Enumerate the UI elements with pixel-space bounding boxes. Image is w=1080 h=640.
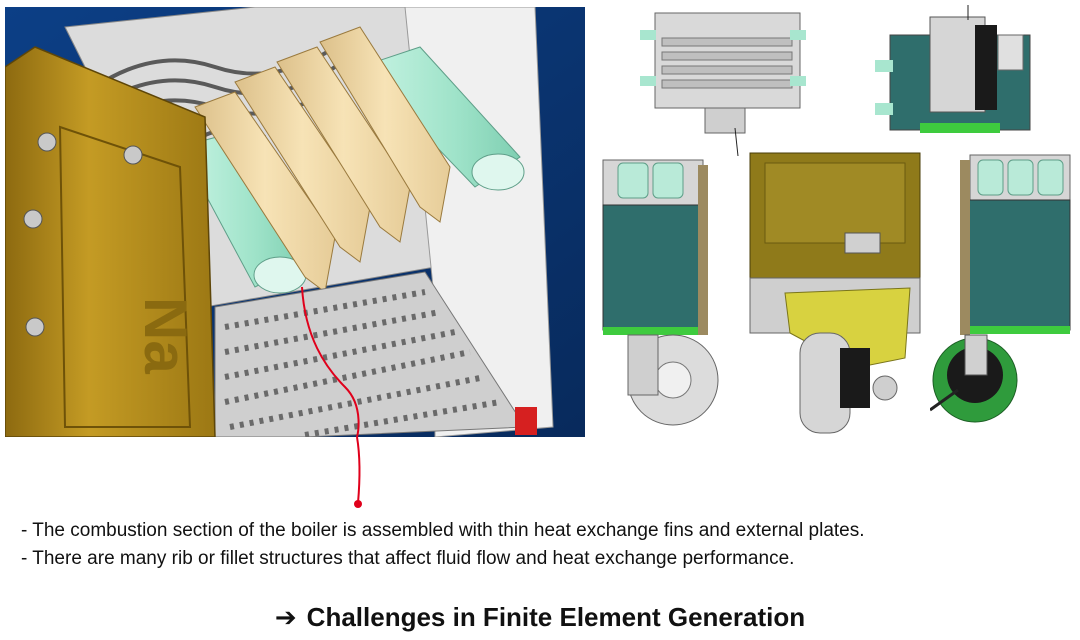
logo-emboss: Na (132, 297, 199, 374)
burner-grid (214, 271, 537, 437)
heat-exchanger-illustration: Na (5, 7, 585, 437)
right-arrow-icon: ➔ (274, 602, 297, 632)
front-view (745, 148, 925, 438)
heat-exchange-tube (359, 46, 525, 191)
conclusion-text: Challenges in Finite Element Generation (306, 602, 806, 632)
heat-exchanger-render: Na (5, 7, 585, 437)
heat-exchange-fin (276, 46, 411, 243)
left-side-view (598, 155, 728, 435)
right-side-view (929, 150, 1075, 438)
heat-exchange-fin (194, 91, 336, 293)
description-bullet-1: - The combustion section of the boiler i… (21, 520, 865, 541)
pointer-dot (354, 500, 362, 508)
pointer-line (301, 286, 360, 437)
description-bullet-2: - There are many rib or fillet structure… (21, 548, 795, 569)
conclusion-heading: ➔ Challenges in Finite Element Generation (0, 602, 1080, 633)
right-top-view (870, 5, 1040, 135)
heat-exchange-fin (234, 66, 371, 263)
top-view (640, 8, 810, 158)
heat-exchange-fin (319, 26, 451, 223)
external-plate: Na (5, 46, 216, 437)
